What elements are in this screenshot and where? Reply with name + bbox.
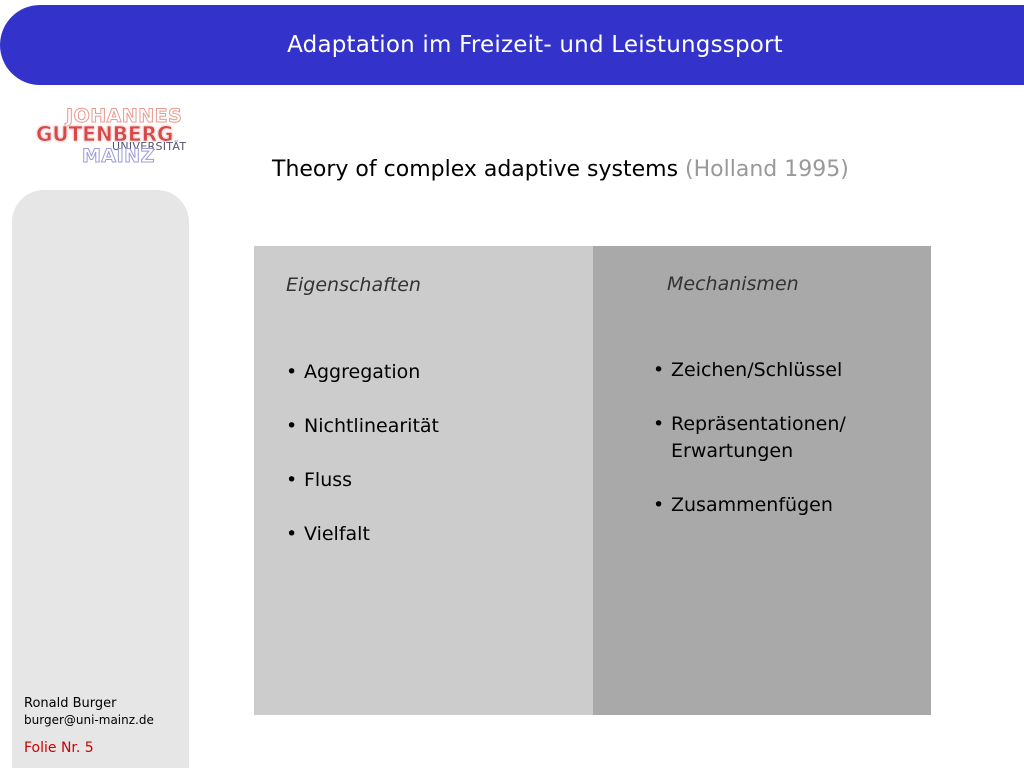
list-item: Zusammenfügen bbox=[651, 492, 846, 519]
author-email: burger@uni-mainz.de bbox=[24, 713, 154, 727]
university-logo: JOHANNES GUTENBERG UNIVERSITÄT MAINZ bbox=[34, 106, 204, 172]
column-heading-properties: Eigenschaften bbox=[286, 274, 421, 296]
list-item: Zeichen/Schlüssel bbox=[651, 357, 846, 384]
list-item: Fluss bbox=[284, 467, 439, 494]
logo-gutenberg: GUTENBERG bbox=[36, 122, 174, 146]
logo-johannes: JOHANNES bbox=[65, 105, 183, 127]
mechanisms-list: Zeichen/Schlüssel Repräsentationen/ Erwa… bbox=[651, 357, 846, 546]
properties-list: Aggregation Nichtlinearität Fluss Vielfa… bbox=[284, 359, 439, 575]
column-mechanisms: Mechanismen Zeichen/Schlüssel Repräsenta… bbox=[593, 246, 931, 715]
list-item: Aggregation bbox=[284, 359, 439, 386]
logo-mainz: MAINZ bbox=[82, 145, 155, 167]
column-properties: Eigenschaften Aggregation Nichtlinearitä… bbox=[254, 246, 593, 715]
subtitle-text: Theory of complex adaptive systems bbox=[272, 157, 679, 182]
logo-universitaet: UNIVERSITÄT bbox=[112, 140, 187, 153]
list-item: Repräsentationen/ Erwartungen bbox=[651, 411, 846, 465]
sidebar-panel bbox=[12, 190, 189, 768]
slide-subtitle: Theory of complex adaptive systems (Holl… bbox=[272, 157, 849, 182]
list-item: Vielfalt bbox=[284, 521, 439, 548]
slide-title: Adaptation im Freizeit- und Leistungsspo… bbox=[287, 32, 783, 58]
slide-number: Folie Nr. 5 bbox=[24, 740, 94, 756]
header-banner: Adaptation im Freizeit- und Leistungsspo… bbox=[0, 5, 1024, 85]
column-heading-mechanisms: Mechanismen bbox=[667, 273, 799, 295]
list-item: Nichtlinearität bbox=[284, 413, 439, 440]
author-name: Ronald Burger bbox=[24, 696, 117, 711]
subtitle-citation: (Holland 1995) bbox=[685, 157, 849, 182]
